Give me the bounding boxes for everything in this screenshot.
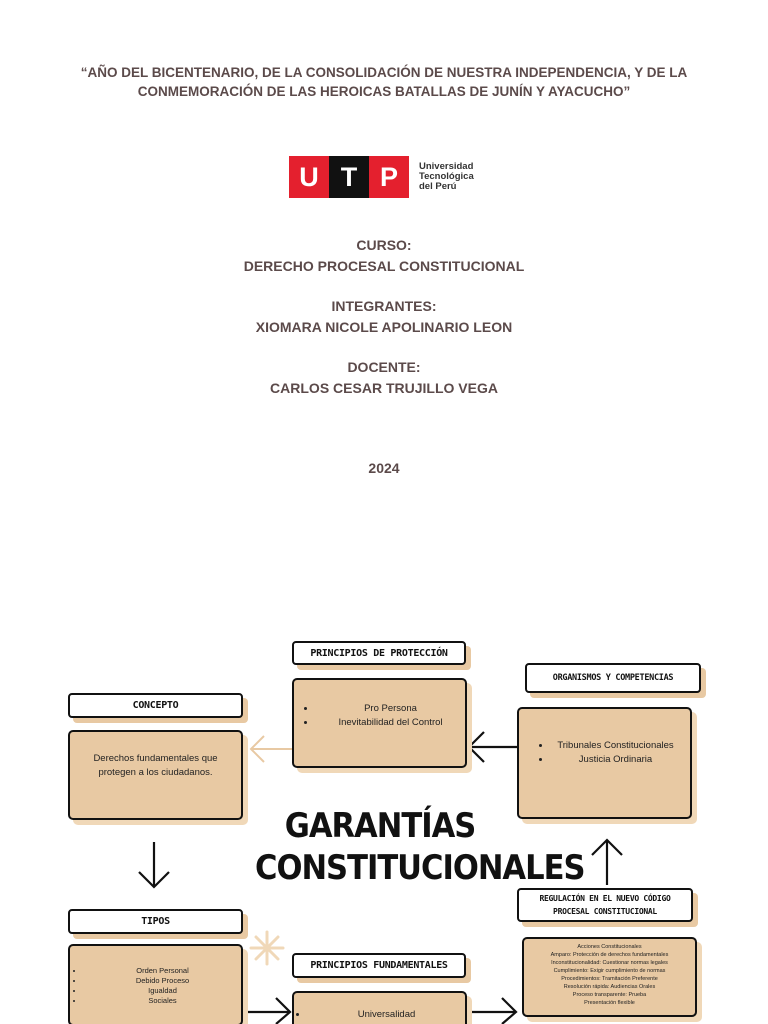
- tipos-label: TIPOS: [68, 909, 243, 934]
- sparkle-icon: [249, 930, 285, 966]
- arrow-to-tipos: [138, 842, 170, 889]
- arrow-to-principios-fundamentales: [244, 997, 292, 1024]
- concepto-label: CONCEPTO: [68, 693, 243, 718]
- regulacion-label: REGULACIÓN EN EL NUEVO CÓDIGO PROCESAL C…: [517, 888, 693, 922]
- members-name: XIOMARA NICOLE APOLINARIO LEON: [255, 318, 513, 335]
- list-item: Proceso transparente: Prueba: [572, 992, 647, 998]
- list-item: Sociales: [84, 996, 241, 1006]
- logo-letter-t: T: [329, 156, 369, 198]
- list-item: Orden Personal: [84, 966, 241, 976]
- course-name: DERECHO PROCESAL CONSTITUCIONAL: [243, 257, 525, 274]
- arrow-to-concepto: [249, 735, 292, 763]
- organismos-label: ORGANISMOS Y COMPETENCIAS: [525, 663, 701, 693]
- logo-letter-u: U: [289, 156, 329, 198]
- motto-heading: “AÑO DEL BICENTENARIO, DE LA CONSOLIDACI…: [80, 65, 688, 99]
- logo-text: Universidad Tecnológica del Perú: [419, 161, 474, 192]
- list-item: Igualdad: [84, 986, 241, 996]
- list-item: Amparo: Protección de derechos fundament…: [550, 952, 669, 958]
- logo-letter-p: P: [369, 156, 409, 198]
- concepto-card: Derechos fundamentales que protegen a lo…: [68, 730, 243, 820]
- regulacion-card: Acciones Constitucionales Amparo: Protec…: [522, 937, 697, 1017]
- arrow-to-regulacion: [468, 997, 518, 1024]
- concepto-text: Derechos fundamentales que protegen a lo…: [93, 753, 218, 778]
- principios-proteccion-card: Pro Persona Inevitabilidad del Control: [292, 678, 467, 768]
- teacher-label: DOCENTE:: [347, 359, 421, 375]
- year: 2024: [368, 460, 400, 476]
- list-item: Inevitabilidad del Control: [316, 716, 465, 730]
- principios-fundamentales-card: Universalidad: [292, 991, 467, 1024]
- tipos-card: Orden Personal Debido Proceso Igualdad S…: [68, 944, 243, 1024]
- teacher-block: DOCENTE: CARLOS CESAR TRUJILLO VEGA: [0, 357, 768, 398]
- list-item: Debido Proceso: [84, 976, 241, 986]
- list-item: Presentación flexible: [584, 1000, 635, 1006]
- list-item: Resolución rápida: Audiencias Orales: [563, 984, 656, 990]
- utp-logo: U T P Universidad Tecnológica del Perú: [289, 156, 474, 198]
- list-item: Tribunales Constitucionales: [551, 739, 680, 753]
- course-block: CURSO: DERECHO PROCESAL CONSTITUCIONAL: [0, 235, 768, 276]
- list-item: Procedimientos: Tramitación Preferente: [561, 976, 658, 982]
- organismos-card: Tribunales Constitucionales Justicia Ord…: [517, 707, 692, 819]
- list-item: Pro Persona: [316, 702, 465, 716]
- teacher-name: CARLOS CESAR TRUJILLO VEGA: [270, 379, 498, 396]
- principios-proteccion-label: PRINCIPIOS DE PROTECCIÓN: [292, 641, 466, 665]
- course-label: CURSO:: [356, 237, 412, 253]
- list-item: Acciones Constitucionales: [577, 944, 642, 950]
- map-title: GARANTÍAS CONSTITUCIONALES: [255, 806, 586, 888]
- list-item: Inconstitucionalidad: Cuestionar normas …: [551, 960, 668, 966]
- members-block: INTEGRANTES: XIOMARA NICOLE APOLINARIO L…: [0, 296, 768, 337]
- cover-page: “AÑO DEL BICENTENARIO, DE LA CONSOLIDACI…: [0, 65, 768, 476]
- principios-fundamentales-label: PRINCIPIOS FUNDAMENTALES: [292, 953, 466, 978]
- list-item: Universalidad: [308, 1008, 465, 1022]
- members-label: INTEGRANTES:: [331, 298, 437, 314]
- arrow-to-organismos: [591, 838, 623, 885]
- list-item: Justicia Ordinaria: [551, 753, 680, 767]
- list-item: Cumplimiento: Exigir cumplimiento de nor…: [553, 968, 666, 974]
- arrow-to-principios-proteccion: [467, 731, 517, 763]
